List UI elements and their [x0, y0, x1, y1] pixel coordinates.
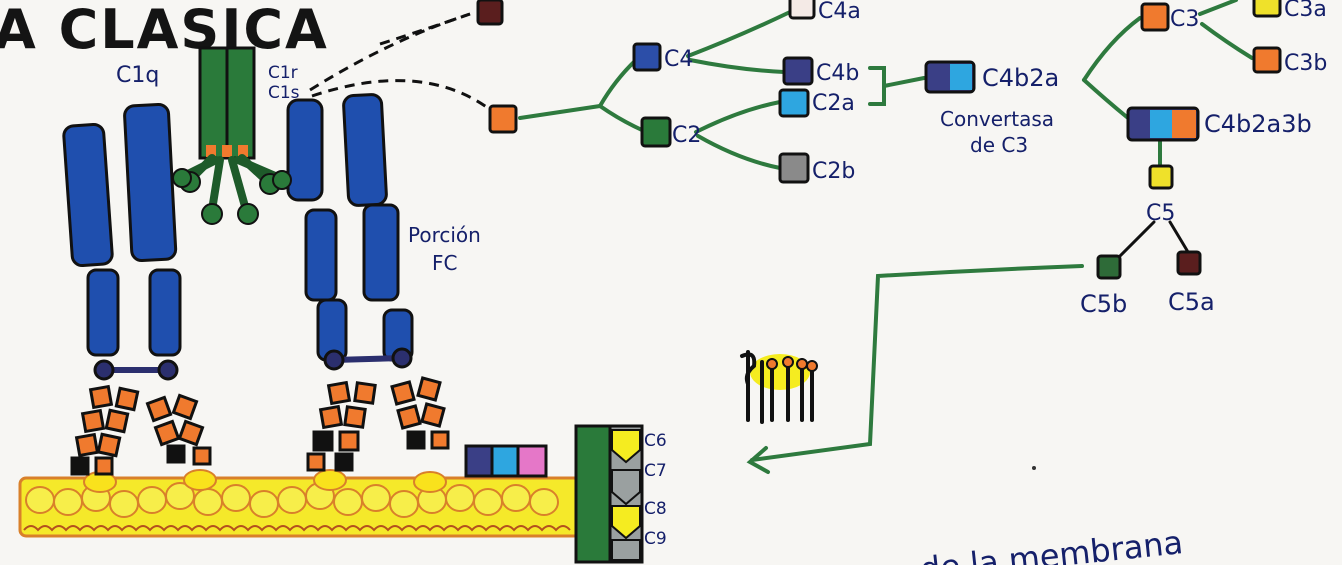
label-porcion: Porción: [408, 223, 481, 247]
c4b-node: [782, 56, 814, 86]
label-c4b2a3b: C4b2a3b: [1204, 110, 1312, 138]
membrane-bound-complex: [464, 444, 548, 478]
fab-segments-right: [306, 376, 450, 472]
label-c5b: C5b: [1080, 290, 1127, 318]
c2b-node: [778, 152, 810, 184]
c5b-node: [1096, 254, 1122, 280]
c5a-node: [1176, 250, 1202, 276]
label-convertasa: Convertasa: [940, 107, 1054, 131]
label-c1r: C1r: [268, 63, 298, 83]
label-de-c3: de C3: [970, 133, 1028, 157]
cascade-links: [518, 0, 1254, 170]
label-c2a: C2a: [812, 91, 855, 116]
c3b-node: [1252, 46, 1282, 74]
label-c8: C8: [644, 499, 667, 519]
label-c7: C7: [644, 461, 667, 481]
c4-node: [632, 42, 662, 72]
label-c3b: C3b: [1284, 51, 1327, 76]
label-c4b: C4b: [816, 61, 859, 86]
label-c5a: C5a: [1168, 288, 1215, 316]
c1s-output-node: [488, 104, 518, 134]
label-c4: C4: [664, 47, 693, 72]
label-c2b: C2b: [812, 159, 855, 184]
label-c9: C9: [644, 529, 667, 549]
label-c4a: C4a: [818, 0, 861, 24]
label-c3a: C3a: [1284, 0, 1327, 22]
ink-dot: [1032, 466, 1036, 470]
c5-links: [1114, 220, 1190, 262]
c5-node: [1148, 164, 1174, 190]
label-c5: C5: [1146, 201, 1175, 226]
c4a-node: [788, 0, 816, 20]
antibody-left: [62, 102, 182, 381]
cell-membrane: [18, 469, 582, 538]
page-title: A CLASICA: [0, 0, 329, 61]
label-c2: C2: [672, 123, 701, 148]
c2-node: [640, 116, 672, 148]
c3a-node: [1252, 0, 1282, 18]
membrane-note: de la membrana: [918, 523, 1184, 565]
fab-segments-left: [70, 384, 212, 476]
mac-column: [574, 424, 644, 564]
label-c3: C3: [1170, 7, 1199, 32]
c3-node: [1140, 2, 1170, 32]
c1-top-brown-node: [476, 0, 504, 26]
c4b2a3b-node: [1126, 106, 1200, 142]
c1-dashed-links: [309, 12, 489, 110]
mac-cluster-icon: [740, 350, 818, 424]
antibody-right: [286, 93, 414, 371]
label-c1q: C1q: [116, 63, 159, 88]
c1-complex: [172, 46, 292, 225]
label-fc: FC: [432, 251, 457, 275]
c2a-node: [778, 88, 810, 118]
c4b2a-node: [924, 60, 976, 94]
label-c4b2a: C4b2a: [982, 64, 1059, 92]
c5b-to-membrane-arrow: [746, 264, 1084, 474]
label-c1s: C1s: [268, 83, 300, 103]
label-c6: C6: [644, 431, 667, 451]
